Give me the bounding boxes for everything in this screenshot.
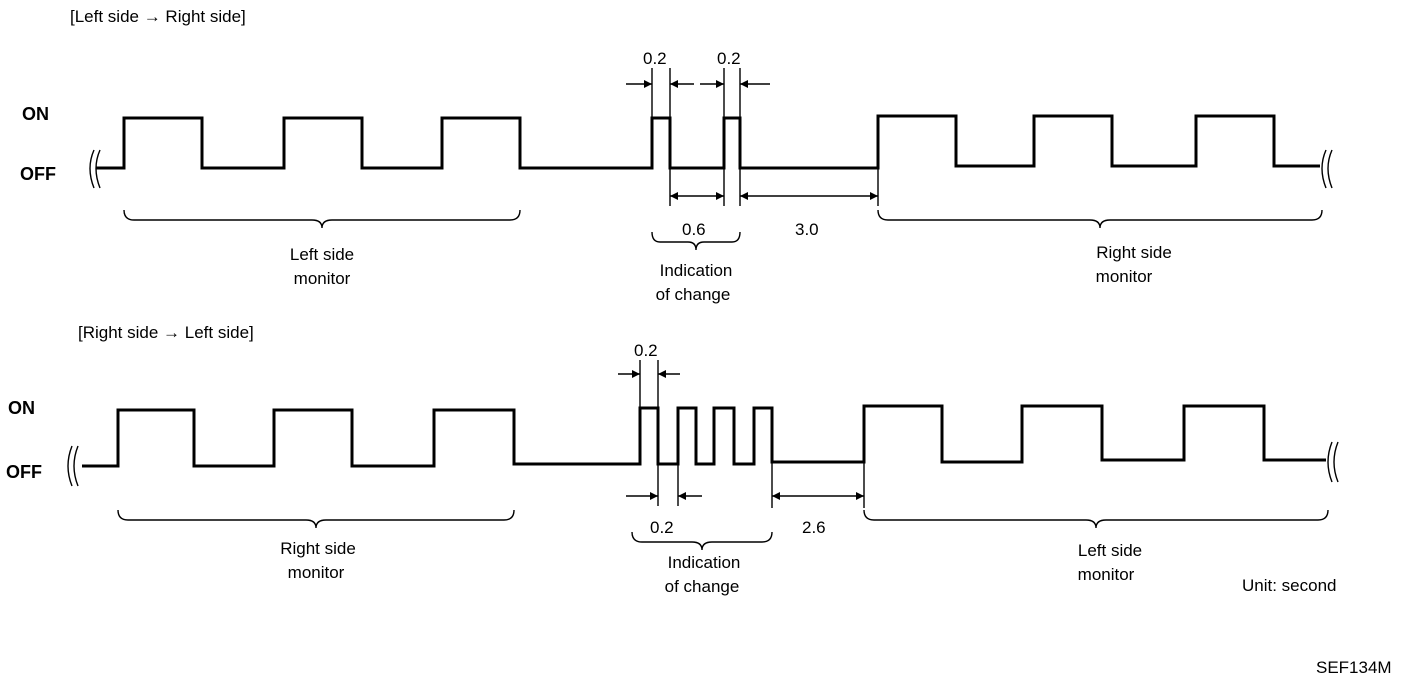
bottom-mid-group-line2: of change xyxy=(665,577,740,596)
top-pulse-b-value: 0.2 xyxy=(717,49,741,68)
bottom-arrowhead xyxy=(632,370,640,378)
top-arrowhead xyxy=(716,80,724,88)
bottom-right-group-line1: Left side xyxy=(1078,541,1142,560)
bottom-break-mark-right-2 xyxy=(1333,441,1339,483)
bottom-signal-waveform xyxy=(82,404,1326,468)
figure-code: SEF134M xyxy=(1316,658,1392,677)
bottom-arrowhead xyxy=(658,370,666,378)
top-break-mark-left xyxy=(89,149,95,189)
top-arrowhead xyxy=(670,80,678,88)
top-arrowhead xyxy=(644,80,652,88)
top-left-group-line2: monitor xyxy=(294,269,351,288)
top-mid-group-line1: Indication xyxy=(660,261,733,280)
bottom-pulse-value: 0.2 xyxy=(634,341,658,360)
top-left-group-line1: Left side xyxy=(290,245,354,264)
top-break-mark-right xyxy=(1321,149,1327,189)
bottom-right-group-line2: monitor xyxy=(1078,565,1135,584)
bottom-on-label: ON xyxy=(8,398,35,418)
top-right-group-line1: Right side xyxy=(1096,243,1172,262)
bottom-break-mark-right xyxy=(1327,441,1333,483)
bottom-arrowhead xyxy=(772,492,780,500)
bottom-gap-value: 0.2 xyxy=(650,518,674,537)
top-break-mark-right-2 xyxy=(1327,149,1333,189)
top-pause-value: 3.0 xyxy=(795,220,819,239)
top-off-label: OFF xyxy=(20,164,56,184)
top-arrowhead xyxy=(870,192,878,200)
bottom-arrowhead xyxy=(856,492,864,500)
top-signal-waveform xyxy=(96,114,1320,170)
top-arrowhead xyxy=(740,192,748,200)
bottom-right-brace xyxy=(863,509,1329,529)
top-pulse-a-value: 0.2 xyxy=(643,49,667,68)
bottom-break-mark-left xyxy=(67,445,73,487)
top-left-brace xyxy=(123,209,521,229)
bottom-off-label: OFF xyxy=(6,462,42,482)
top-gap-value: 0.6 xyxy=(682,220,706,239)
top-header: [Left side → Right side] xyxy=(70,7,246,26)
bottom-left-group-line2: monitor xyxy=(288,563,345,582)
bottom-break-mark-left-2 xyxy=(73,445,79,487)
bottom-arrowhead xyxy=(650,492,658,500)
bottom-arrowhead xyxy=(678,492,686,500)
top-mid-group-line2: of change xyxy=(656,285,731,304)
top-right-group-line2: monitor xyxy=(1096,267,1153,286)
top-arrowhead xyxy=(740,80,748,88)
unit-label: Unit: second xyxy=(1242,576,1337,595)
top-mid-brace xyxy=(651,231,741,251)
top-arrowhead xyxy=(716,192,724,200)
bottom-left-group-line1: Right side xyxy=(280,539,356,558)
bottom-pause-value: 2.6 xyxy=(802,518,826,537)
bottom-left-brace xyxy=(117,509,515,529)
top-right-brace xyxy=(877,209,1323,229)
bottom-mid-group-line1: Indication xyxy=(668,553,741,572)
bottom-header: [Right side → Left side] xyxy=(78,323,254,342)
top-arrowhead xyxy=(670,192,678,200)
bottom-mid-brace xyxy=(631,531,773,551)
top-on-label: ON xyxy=(22,104,49,124)
